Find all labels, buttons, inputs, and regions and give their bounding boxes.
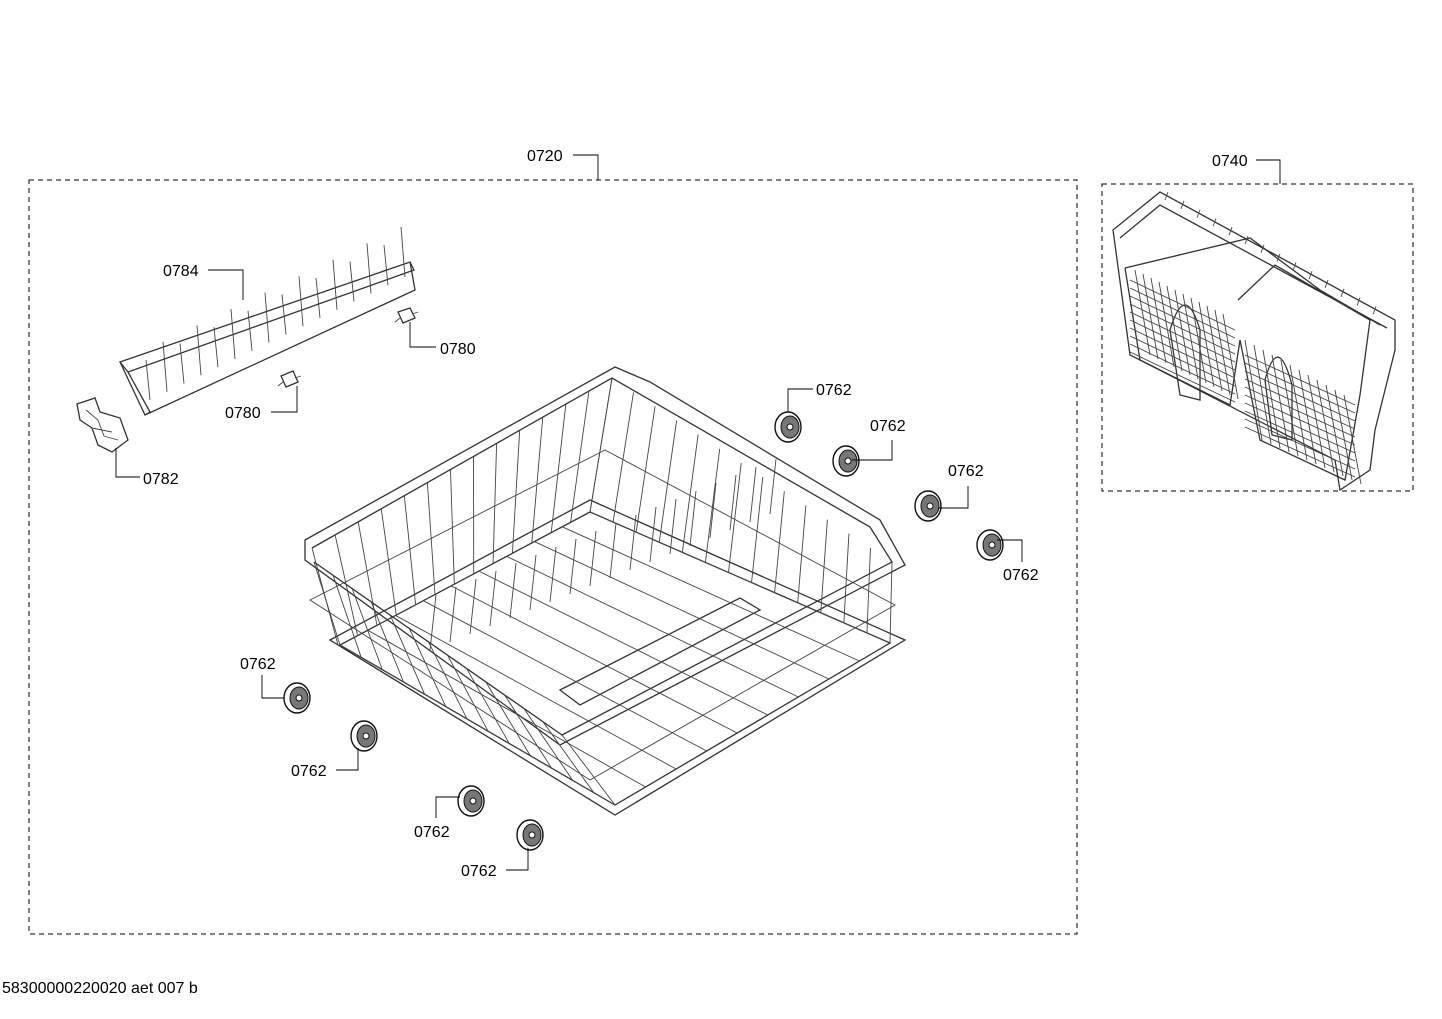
wheel-label-5: 0762 [240, 656, 276, 673]
wheel-leader-8 [506, 848, 529, 871]
rack-assembly-leader [573, 154, 599, 180]
wheel-label-6: 0762 [291, 763, 327, 780]
wheel-label-7: 0762 [414, 824, 450, 841]
drawing-reference-code: 58300000220020 aet 007 b [2, 980, 198, 997]
clip-right-leader [409, 322, 436, 348]
plate-rack-label: 0784 [163, 263, 199, 280]
wheel-drawing [457, 785, 485, 817]
wheel-drawing [832, 445, 860, 477]
handle-lever-leader [115, 448, 140, 478]
clip-left-drawing [277, 370, 302, 388]
wheel-drawing [516, 819, 544, 851]
wheel-leader-7 [435, 796, 460, 818]
plate-rack-leader [208, 269, 244, 300]
rack-assembly-boundary [28, 179, 1078, 935]
basket-assembly-label: 0740 [1212, 153, 1248, 170]
basket-assembly-boundary [1101, 183, 1414, 492]
handle-lever-label: 0782 [143, 471, 179, 488]
wheel-drawing [914, 490, 942, 522]
clip-left-leader [271, 386, 298, 413]
clip-right-label: 0780 [440, 341, 476, 358]
wheel-leader-1 [787, 388, 813, 412]
wheel-drawing [976, 529, 1004, 561]
handle-lever-drawing [76, 397, 129, 453]
dish-rack-drawing [304, 366, 907, 816]
clip-left-label: 0780 [225, 405, 261, 422]
wheel-label-1: 0762 [816, 382, 852, 399]
wheel-drawing [774, 411, 802, 443]
wheel-label-8: 0762 [461, 863, 497, 880]
plate-rack-drawing [118, 226, 416, 416]
clip-right-drawing [394, 307, 419, 324]
wheel-leader-4 [997, 539, 1023, 562]
wheel-label-2: 0762 [870, 418, 906, 435]
basket-assembly-leader [1256, 159, 1281, 184]
wheel-label-4: 0762 [1003, 567, 1039, 584]
rack-assembly-label: 0720 [527, 148, 563, 165]
wheel-label-3: 0762 [948, 463, 984, 480]
wheel-leader-3 [938, 486, 969, 509]
wheel-drawing [350, 720, 378, 752]
cutlery-basket-drawing [1112, 191, 1396, 492]
wheel-leader-2 [852, 440, 893, 461]
wheel-leader-6 [336, 748, 359, 771]
wheel-drawing [283, 682, 311, 714]
wheel-leader-5 [261, 675, 284, 699]
